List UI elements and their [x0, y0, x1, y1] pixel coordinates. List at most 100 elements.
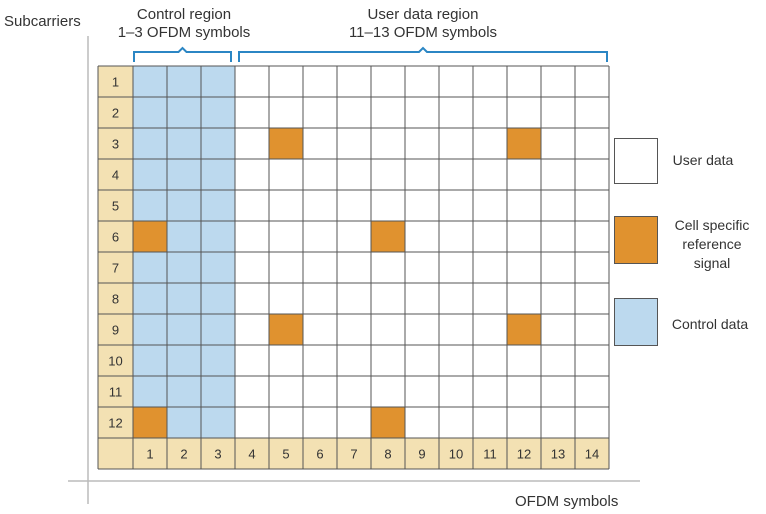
- control-data-cell: [201, 128, 235, 159]
- user-region-subtitle: 11–13 OFDM symbols: [348, 24, 498, 41]
- user-data-cell: [575, 159, 609, 190]
- user-data-cell: [439, 97, 473, 128]
- user-data-cell: [405, 159, 439, 190]
- user-data-cell: [269, 283, 303, 314]
- symbol-number: 9: [418, 447, 425, 462]
- user-data-cell: [235, 190, 269, 221]
- symbol-number: 11: [483, 447, 497, 462]
- user-data-cell: [303, 221, 337, 252]
- user-data-cell: [473, 314, 507, 345]
- user-data-cell: [405, 283, 439, 314]
- control-data-cell: [167, 376, 201, 407]
- control-data-cell: [167, 190, 201, 221]
- user-data-cell: [337, 314, 371, 345]
- legend-reference-line3: signal: [693, 255, 731, 271]
- legend-label-reference-signal: Cell specific reference signal: [660, 216, 764, 273]
- symbol-number: 10: [449, 447, 463, 462]
- user-data-cell: [371, 283, 405, 314]
- legend-swatch-user-data: [614, 138, 658, 184]
- subcarrier-number: 6: [112, 230, 119, 245]
- control-data-cell: [167, 407, 201, 438]
- user-data-cell: [235, 407, 269, 438]
- symbol-header-row: [98, 438, 609, 469]
- user-data-cell: [371, 252, 405, 283]
- user-data-cell: [439, 190, 473, 221]
- user-data-cell: [269, 97, 303, 128]
- user-data-cell: [473, 159, 507, 190]
- x-axis-label: OFDM symbols: [515, 493, 619, 510]
- symbol-number: 2: [180, 447, 187, 462]
- user-region-bracket: [238, 46, 608, 62]
- user-data-cell: [405, 376, 439, 407]
- symbol-number: 14: [585, 447, 599, 462]
- user-data-cell: [575, 66, 609, 97]
- user-data-cell: [575, 314, 609, 345]
- reference-signal-cell: [133, 407, 167, 438]
- user-data-cell: [303, 190, 337, 221]
- user-data-cell: [507, 66, 541, 97]
- control-data-cell: [167, 345, 201, 376]
- user-data-cell: [235, 221, 269, 252]
- user-data-cell: [269, 407, 303, 438]
- subcarrier-number: 7: [112, 261, 119, 276]
- user-data-cell: [575, 221, 609, 252]
- control-data-cell: [167, 314, 201, 345]
- user-data-cell: [269, 376, 303, 407]
- user-data-cell: [235, 283, 269, 314]
- control-region-bracket: [133, 46, 232, 62]
- user-data-cell: [473, 283, 507, 314]
- user-data-cell: [337, 345, 371, 376]
- user-data-cell: [303, 159, 337, 190]
- control-data-cell: [133, 159, 167, 190]
- user-data-cell: [337, 97, 371, 128]
- control-data-cell: [167, 128, 201, 159]
- user-data-cell: [303, 66, 337, 97]
- user-data-cell: [439, 159, 473, 190]
- control-data-cell: [167, 159, 201, 190]
- control-data-cell: [167, 283, 201, 314]
- user-data-cell: [473, 407, 507, 438]
- user-data-cell: [439, 221, 473, 252]
- user-data-cell: [337, 283, 371, 314]
- user-data-cell: [541, 159, 575, 190]
- user-data-cell: [371, 97, 405, 128]
- user-data-cell: [337, 252, 371, 283]
- user-data-cell: [541, 252, 575, 283]
- user-data-cell: [405, 252, 439, 283]
- user-data-cell: [541, 345, 575, 376]
- user-data-cell: [303, 97, 337, 128]
- control-data-cell: [133, 376, 167, 407]
- control-data-cell: [201, 221, 235, 252]
- user-data-cell: [235, 252, 269, 283]
- user-data-cell: [303, 376, 337, 407]
- user-data-cell: [371, 66, 405, 97]
- user-data-cell: [269, 221, 303, 252]
- control-data-cell: [201, 66, 235, 97]
- subcarrier-number: 4: [112, 168, 119, 183]
- reference-signal-cell: [507, 128, 541, 159]
- user-data-cell: [575, 345, 609, 376]
- user-data-cell: [235, 376, 269, 407]
- user-data-cell: [303, 283, 337, 314]
- user-data-cell: [235, 159, 269, 190]
- control-data-cell: [133, 252, 167, 283]
- symbol-number: 5: [282, 447, 289, 462]
- control-region-subtitle: 1–3 OFDM symbols: [117, 24, 251, 41]
- resource-grid: [98, 66, 609, 469]
- user-data-cell: [405, 128, 439, 159]
- symbol-number: 6: [316, 447, 323, 462]
- user-data-cell: [235, 66, 269, 97]
- symbol-number: 13: [551, 447, 565, 462]
- user-data-cell: [575, 407, 609, 438]
- control-region-label: Control region 1–3 OFDM symbols: [112, 6, 256, 42]
- user-data-cell: [269, 159, 303, 190]
- user-data-cell: [371, 190, 405, 221]
- user-data-cell: [371, 345, 405, 376]
- user-data-cell: [541, 283, 575, 314]
- control-data-cell: [201, 345, 235, 376]
- user-data-cell: [235, 128, 269, 159]
- user-region-label: User data region 11–13 OFDM symbols: [335, 6, 511, 42]
- user-data-cell: [439, 66, 473, 97]
- subcarrier-number: 5: [112, 199, 119, 214]
- user-data-cell: [575, 283, 609, 314]
